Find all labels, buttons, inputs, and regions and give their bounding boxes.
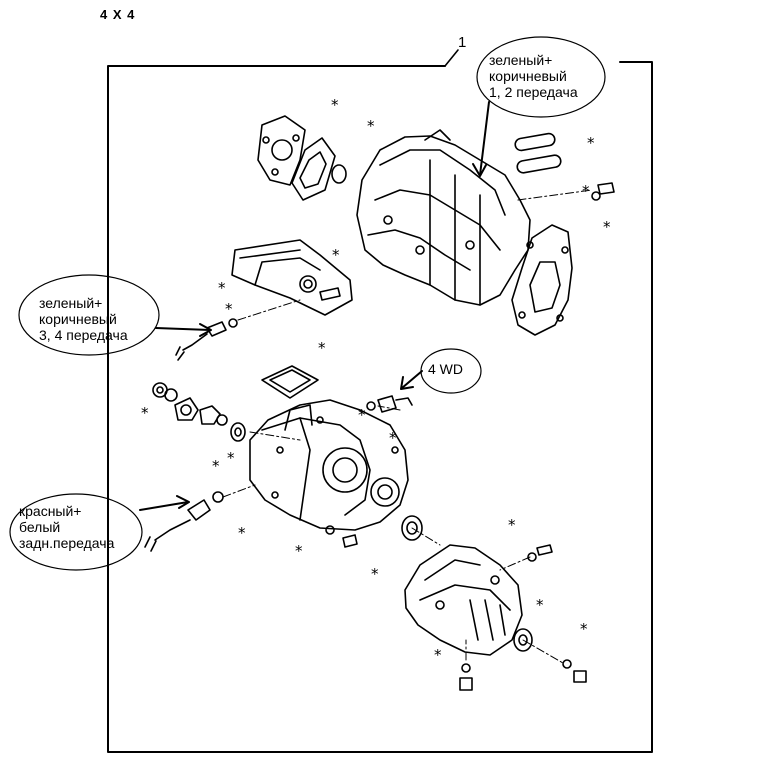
asterisk-marker: *	[212, 457, 220, 475]
oil-seal-rear-inner	[406, 521, 418, 535]
arrow-gear-34	[155, 323, 212, 337]
axle-seal-inner	[518, 634, 528, 646]
asterisk-marker: *	[318, 339, 326, 357]
arrow-4wd	[400, 370, 423, 390]
arrow-reverse	[139, 495, 190, 511]
top-cover-gasket	[261, 365, 319, 399]
note-line: зеленый+	[39, 295, 103, 311]
asterisk-marker: *	[331, 96, 339, 114]
shim-plate-upper	[514, 132, 556, 152]
axle-seal	[513, 628, 533, 652]
diagram-heading: 4 X 4	[100, 7, 136, 22]
frame-bracket	[107, 61, 653, 753]
drain-plug-bottom	[459, 663, 473, 691]
note-line: белый	[19, 519, 61, 535]
alignment-lines	[222, 189, 593, 664]
asterisk-marker: *	[536, 596, 544, 614]
asterisk-marker: *	[389, 429, 397, 447]
asterisk-marker: *	[603, 218, 611, 236]
callout-number: 1	[458, 34, 467, 51]
asterisk-marker: *	[367, 117, 375, 135]
asterisk-marker: *	[358, 406, 366, 424]
o-ring-small	[325, 525, 335, 535]
asterisk-marker: *	[587, 134, 595, 152]
asterisk-marker: *	[218, 279, 226, 297]
plug-bottom-right	[562, 659, 587, 683]
note-line: зеленый+	[489, 52, 553, 68]
shim-plate-lower	[516, 154, 562, 174]
extension-cover-plate	[257, 115, 306, 186]
fill-plug-right	[527, 544, 553, 562]
oil-seal-rear	[401, 515, 423, 541]
asterisk-marker: *	[332, 246, 340, 264]
asterisk-marker: *	[371, 565, 379, 583]
asterisk-marker: *	[227, 449, 235, 467]
note-bubble-gear-34	[18, 274, 160, 356]
note-bubble-reverse	[9, 493, 143, 571]
service-part-markers: * * * * * * * * * * * * * * * * * * * * …	[141, 96, 611, 664]
note-gear-12: зеленый+ коричневый 1, 2 передача	[489, 52, 578, 100]
arrow-gear-12	[472, 101, 490, 177]
asterisk-marker: *	[141, 404, 149, 422]
transfer-case-housing	[249, 399, 409, 531]
asterisk-marker: *	[295, 542, 303, 560]
breather-plug	[591, 182, 615, 201]
note-line: коричневый	[489, 68, 567, 84]
shift-rod-housing	[231, 239, 353, 316]
switch-3-4	[175, 318, 238, 361]
cover-gasket	[291, 137, 336, 201]
note-reverse: красный+ белый задн.передача	[19, 503, 114, 551]
transmission-main-housing	[356, 129, 531, 306]
front-differential-housing	[404, 544, 523, 656]
note-bubble-gear-12	[476, 36, 606, 118]
rear-cover-plate	[511, 224, 573, 336]
asterisk-marker: *	[238, 524, 246, 542]
asterisk-marker: *	[434, 646, 442, 664]
asterisk-marker: *	[508, 516, 516, 534]
asterisk-marker: *	[580, 620, 588, 638]
drive-flange-parts	[152, 382, 246, 442]
callout-leader	[444, 49, 459, 67]
switch-reverse	[144, 491, 224, 552]
note-line: красный+	[19, 503, 82, 519]
note-line: коричневый	[39, 311, 117, 327]
asterisk-marker: *	[225, 300, 233, 318]
note-line: 4 WD	[428, 361, 463, 377]
note-line: 1, 2 передача	[489, 84, 578, 100]
o-ring-top	[331, 164, 347, 184]
switch-4wd	[366, 395, 413, 413]
note-line: 3, 4 передача	[39, 327, 128, 343]
note-gear-34: зеленый+ коричневый 3, 4 передача	[39, 295, 128, 343]
note-4wd: 4 WD	[428, 361, 463, 377]
note-line: задн.передача	[19, 535, 115, 551]
drain-plug	[342, 534, 358, 548]
asterisk-marker: *	[582, 182, 590, 200]
